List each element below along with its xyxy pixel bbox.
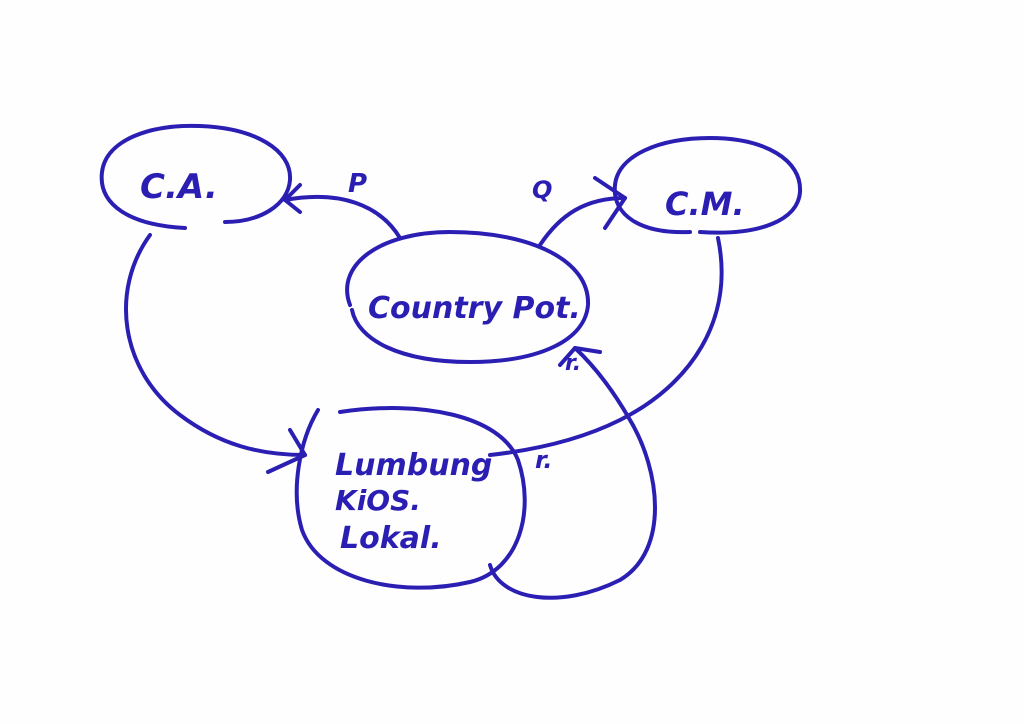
edge-label-q: Q [532,176,552,204]
node-ca-outline [99,123,293,230]
node-lumbung: Lumbung KiOS. Lokal. [294,406,527,590]
node-ca-label: C.A. [140,167,218,207]
arrowhead-icon [593,176,627,230]
edge-country-to-cm-line [538,196,627,247]
edge-country-to-ca: P [283,169,402,240]
edge-cm-to-lumbung-line [488,236,724,457]
node-country-label: Country Pot. [368,291,581,326]
edge-label-r-1: r. [535,446,553,474]
node-lumbung-label-1: Lumbung [335,448,492,483]
node-cm: C.M. [612,136,803,235]
node-cm-label: C.M. [665,185,745,223]
node-lumbung-label-3: Lokal. [340,521,442,556]
node-country-outline [345,230,591,364]
edge-ca-to-lumbung [124,233,307,474]
arrowhead-icon [283,183,302,214]
edge-label-r-2: r. [565,351,581,376]
edge-lumbung-to-country-line [488,346,657,600]
node-lumbung-outline [294,406,527,590]
edge-lumbung-to-country: r. [488,346,657,600]
node-lumbung-label-2: KiOS. [335,484,421,517]
edge-label-p: P [348,169,367,199]
arrowhead-icon [558,346,602,367]
node-ca: C.A. [99,123,293,230]
arrowhead-icon [266,428,307,474]
edge-cm-to-lumbung: r. [488,236,724,474]
edge-country-to-cm: Q [532,176,627,247]
edge-country-to-ca-line [283,195,402,240]
node-country: Country Pot. [345,230,591,364]
edge-ca-to-lumbung-line [124,233,307,457]
